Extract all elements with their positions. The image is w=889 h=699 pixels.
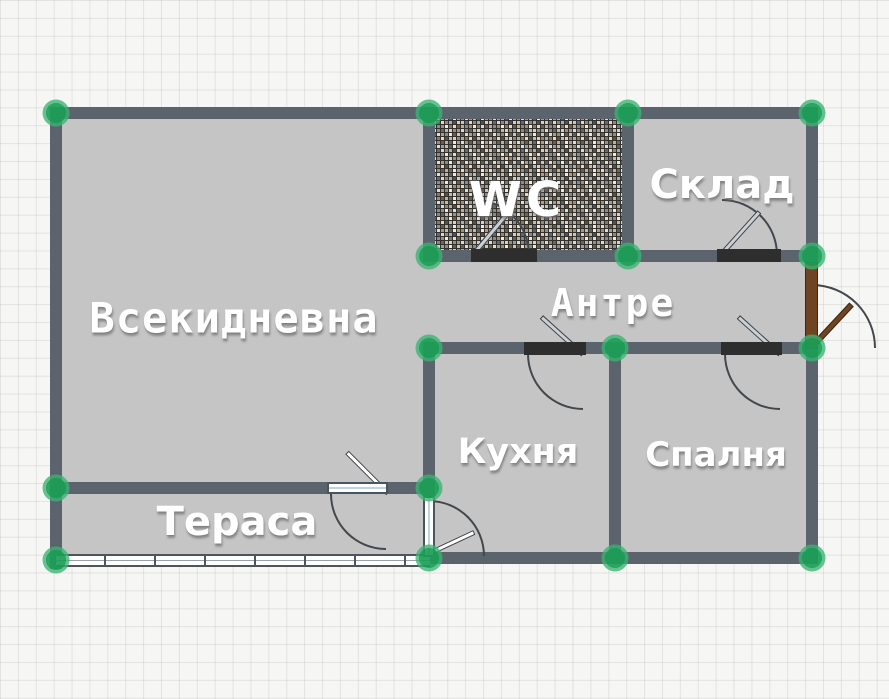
room-label-kitchen: Кухня [457, 432, 579, 472]
room-label-terrace: Тераса [156, 499, 318, 545]
wc-door-bar [471, 249, 537, 262]
terrace-window-band[interactable] [56, 554, 430, 567]
wall-right-upper[interactable] [806, 107, 818, 265]
wall-living-terrace-a[interactable] [50, 482, 328, 494]
wc-tile-texture [432, 116, 625, 253]
vertex-node[interactable] [798, 99, 826, 127]
wall-right-lower[interactable] [806, 349, 818, 564]
room-hall[interactable] [429, 256, 812, 348]
vertex-node[interactable] [798, 544, 826, 572]
vertex-node[interactable] [614, 99, 642, 127]
room-label-storage: Склад [649, 162, 795, 208]
wall-hall-bottom-a[interactable] [423, 342, 527, 354]
storage-door-bar [717, 249, 781, 262]
vertex-node[interactable] [415, 474, 443, 502]
vertex-node[interactable] [614, 242, 642, 270]
bedroom-door-bar [721, 342, 782, 355]
wall-wc-storage-divider[interactable] [622, 107, 634, 262]
vertex-node[interactable] [415, 99, 443, 127]
vertex-node[interactable] [42, 546, 70, 574]
room-storage[interactable] [628, 113, 812, 256]
vertex-node[interactable] [415, 334, 443, 362]
wall-storage-bottom-a[interactable] [622, 250, 720, 262]
vertex-node[interactable] [601, 334, 629, 362]
room-label-hall: Антре [550, 281, 676, 325]
kitchen-door-bar [524, 342, 586, 355]
wall-wc-left[interactable] [423, 107, 435, 262]
vertex-node[interactable] [798, 334, 826, 362]
vertex-node[interactable] [42, 474, 70, 502]
vertex-node[interactable] [42, 99, 70, 127]
wall-kitchen-left[interactable] [423, 342, 435, 497]
wall-left[interactable] [50, 107, 62, 569]
wall-kitchen-bedroom-divider[interactable] [609, 342, 621, 564]
room-label-living: Всекидневна [89, 293, 379, 343]
vertex-node[interactable] [415, 544, 443, 572]
vertex-node[interactable] [601, 544, 629, 572]
wall-wc-bottom-b[interactable] [535, 250, 634, 262]
room-living[interactable] [56, 113, 429, 488]
room-label-wc: WC [468, 172, 566, 228]
terrace-kitchen-door-bar [423, 496, 435, 557]
balcony-door-bar [327, 482, 388, 494]
room-label-bedroom: Спалня [645, 435, 787, 475]
vertex-node[interactable] [415, 242, 443, 270]
vertex-node[interactable] [798, 242, 826, 270]
